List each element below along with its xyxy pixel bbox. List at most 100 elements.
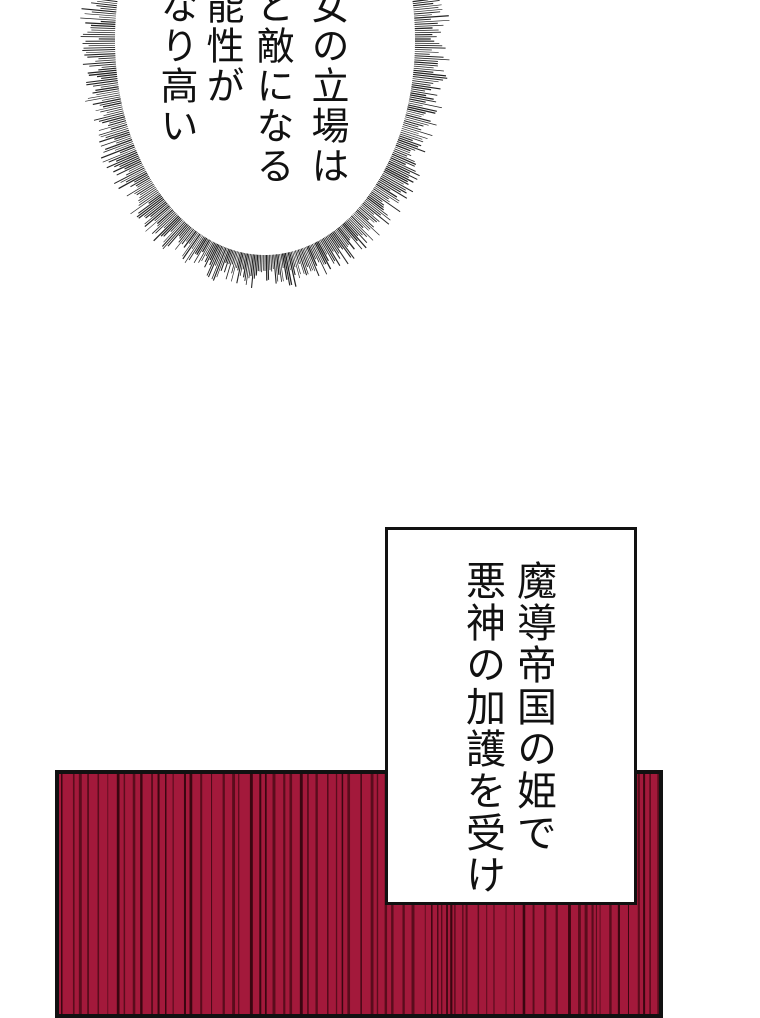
burst-line	[407, 111, 424, 115]
speed-line	[232, 774, 235, 1014]
burst-line	[102, 66, 116, 67]
burst-line	[415, 56, 444, 57]
burst-line	[202, 240, 209, 252]
burst-line	[85, 23, 115, 25]
burst-line	[415, 28, 433, 29]
speed-line	[165, 774, 166, 1014]
burst-line	[83, 34, 115, 35]
burst-line	[87, 0, 118, 2]
burst-line	[272, 255, 273, 269]
burst-line	[415, 52, 439, 53]
speed-line	[211, 774, 212, 1014]
burst-line	[414, 70, 434, 72]
burst-line	[414, 7, 439, 9]
burst-line	[86, 81, 117, 85]
speed-line	[124, 774, 126, 1014]
speed-line	[360, 774, 361, 1014]
burst-line	[99, 17, 116, 18]
speed-line	[107, 774, 108, 1014]
bubble-text-line: 能性が	[203, 0, 241, 106]
burst-line	[344, 223, 366, 248]
burst-line	[96, 6, 116, 8]
burst-line	[100, 8, 116, 10]
burst-line	[339, 227, 350, 240]
burst-line	[414, 60, 438, 62]
speed-line	[638, 774, 640, 1014]
speed-line	[290, 774, 293, 1014]
speed-line	[342, 774, 344, 1014]
speed-line	[61, 774, 63, 1014]
burst-line	[84, 47, 116, 48]
burst-line	[351, 216, 363, 228]
burst-line	[260, 255, 261, 271]
burst-line	[415, 23, 438, 24]
burst-line	[414, 62, 438, 64]
speed-line	[300, 774, 303, 1014]
burst-line	[89, 64, 116, 66]
burst-line	[139, 187, 155, 198]
caption-text-line: 悪神の加護を受け	[462, 560, 502, 896]
burst-line	[392, 154, 416, 164]
speed-line	[200, 774, 202, 1014]
burst-line	[271, 255, 272, 272]
speed-line	[140, 774, 142, 1014]
burst-line	[415, 49, 432, 50]
burst-line	[269, 255, 270, 270]
speed-line	[336, 774, 337, 1014]
speed-line	[273, 774, 276, 1014]
burst-line	[86, 52, 115, 53]
burst-line	[101, 21, 116, 22]
burst-line	[403, 123, 418, 127]
burst-line	[414, 66, 434, 68]
burst-line	[405, 117, 436, 125]
burst-line	[356, 211, 374, 227]
burst-line	[95, 60, 115, 61]
speed-line	[79, 774, 82, 1014]
burst-line	[85, 14, 116, 16]
burst-line	[414, 16, 449, 18]
burst-line	[92, 12, 116, 14]
burst-line	[415, 47, 446, 48]
burst-line	[111, 125, 127, 130]
speed-line	[117, 774, 120, 1014]
burst-line	[87, 56, 115, 57]
burst-line	[91, 25, 115, 26]
speed-line	[173, 774, 174, 1014]
burst-line	[370, 193, 382, 202]
burst-line	[380, 178, 406, 193]
bubble-text-line: なり高い	[157, 0, 195, 146]
burst-line	[84, 54, 115, 55]
burst-line	[103, 103, 122, 107]
speed-line	[643, 774, 645, 1014]
burst-line	[391, 156, 414, 166]
burst-line	[414, 20, 449, 22]
speed-line	[371, 774, 374, 1014]
burst-line	[301, 249, 307, 267]
speed-line	[87, 774, 89, 1014]
burst-line	[414, 12, 440, 14]
burst-line	[414, 64, 438, 66]
burst-line	[413, 3, 433, 5]
speed-line	[327, 774, 328, 1014]
narration-caption-box: 魔導帝国の姫で 悪神の加護を受け	[385, 527, 637, 905]
burst-line	[368, 196, 383, 207]
burst-line	[256, 255, 257, 276]
burst-line	[93, 89, 119, 93]
speed-line	[283, 774, 285, 1014]
speed-line	[223, 774, 225, 1014]
burst-line	[91, 30, 115, 31]
speed-line	[259, 774, 261, 1014]
burst-line	[87, 32, 115, 33]
speed-line	[158, 774, 160, 1014]
burst-line	[82, 49, 115, 50]
speed-line	[73, 774, 75, 1014]
burst-line	[136, 178, 150, 186]
bubble-text-line: 女の立場は	[308, 0, 346, 186]
burst-line	[146, 202, 167, 218]
speed-line	[184, 774, 186, 1014]
burst-line	[414, 58, 449, 60]
burst-line	[407, 109, 426, 113]
burst-line	[101, 76, 117, 78]
burst-line	[268, 255, 269, 280]
speed-line	[265, 774, 267, 1014]
